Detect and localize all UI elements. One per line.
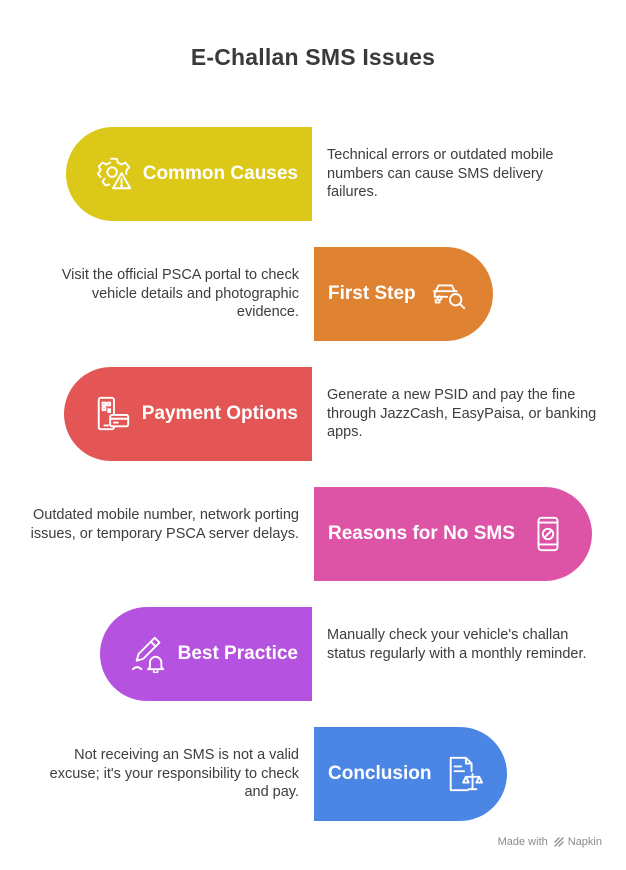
napkin-logo-icon (554, 837, 564, 847)
step-description: Not receiving an SMS is not a valid excu… (49, 747, 299, 800)
document-scale-icon (450, 756, 484, 792)
step-description: Generate a new PSID and pay the fine thr… (327, 387, 597, 440)
step-reasons-for-no-sms: Reasons for No SMS (314, 487, 592, 581)
step-conclusion: Conclusion (314, 727, 507, 821)
step-label: Payment Options (141, 403, 298, 424)
step-description: Outdated mobile number, network porting … (30, 507, 299, 542)
car-search-icon (432, 284, 465, 310)
step-label: Best Practice (177, 643, 298, 664)
step-first-step: First Step (314, 247, 493, 341)
mobile-card-icon (97, 396, 129, 431)
footer-made-with: Made with (497, 836, 548, 848)
footer-brand: Napkin (567, 836, 602, 848)
pen-bell-icon (131, 636, 164, 673)
step-best-practice: Best Practice (100, 607, 312, 701)
gear-warning-icon (96, 157, 131, 190)
step-description: Visit the official PSCA portal to check … (61, 267, 299, 320)
step-description: Technical errors or outdated mobile numb… (327, 147, 554, 200)
phone-blocked-icon (537, 516, 559, 552)
footer-credit: Made with Napkin (498, 836, 602, 848)
step-payment-options: Payment Options (64, 367, 312, 461)
step-description: Manually check your vehicle's challan st… (327, 627, 587, 662)
step-label: First Step (328, 283, 416, 304)
page-title: E-Challan SMS Issues (190, 44, 436, 70)
step-label: Conclusion (328, 763, 432, 784)
step-label: Common Causes (142, 163, 298, 184)
step-common-causes: Common Causes (66, 127, 312, 221)
step-label: Reasons for No SMS (328, 523, 515, 544)
